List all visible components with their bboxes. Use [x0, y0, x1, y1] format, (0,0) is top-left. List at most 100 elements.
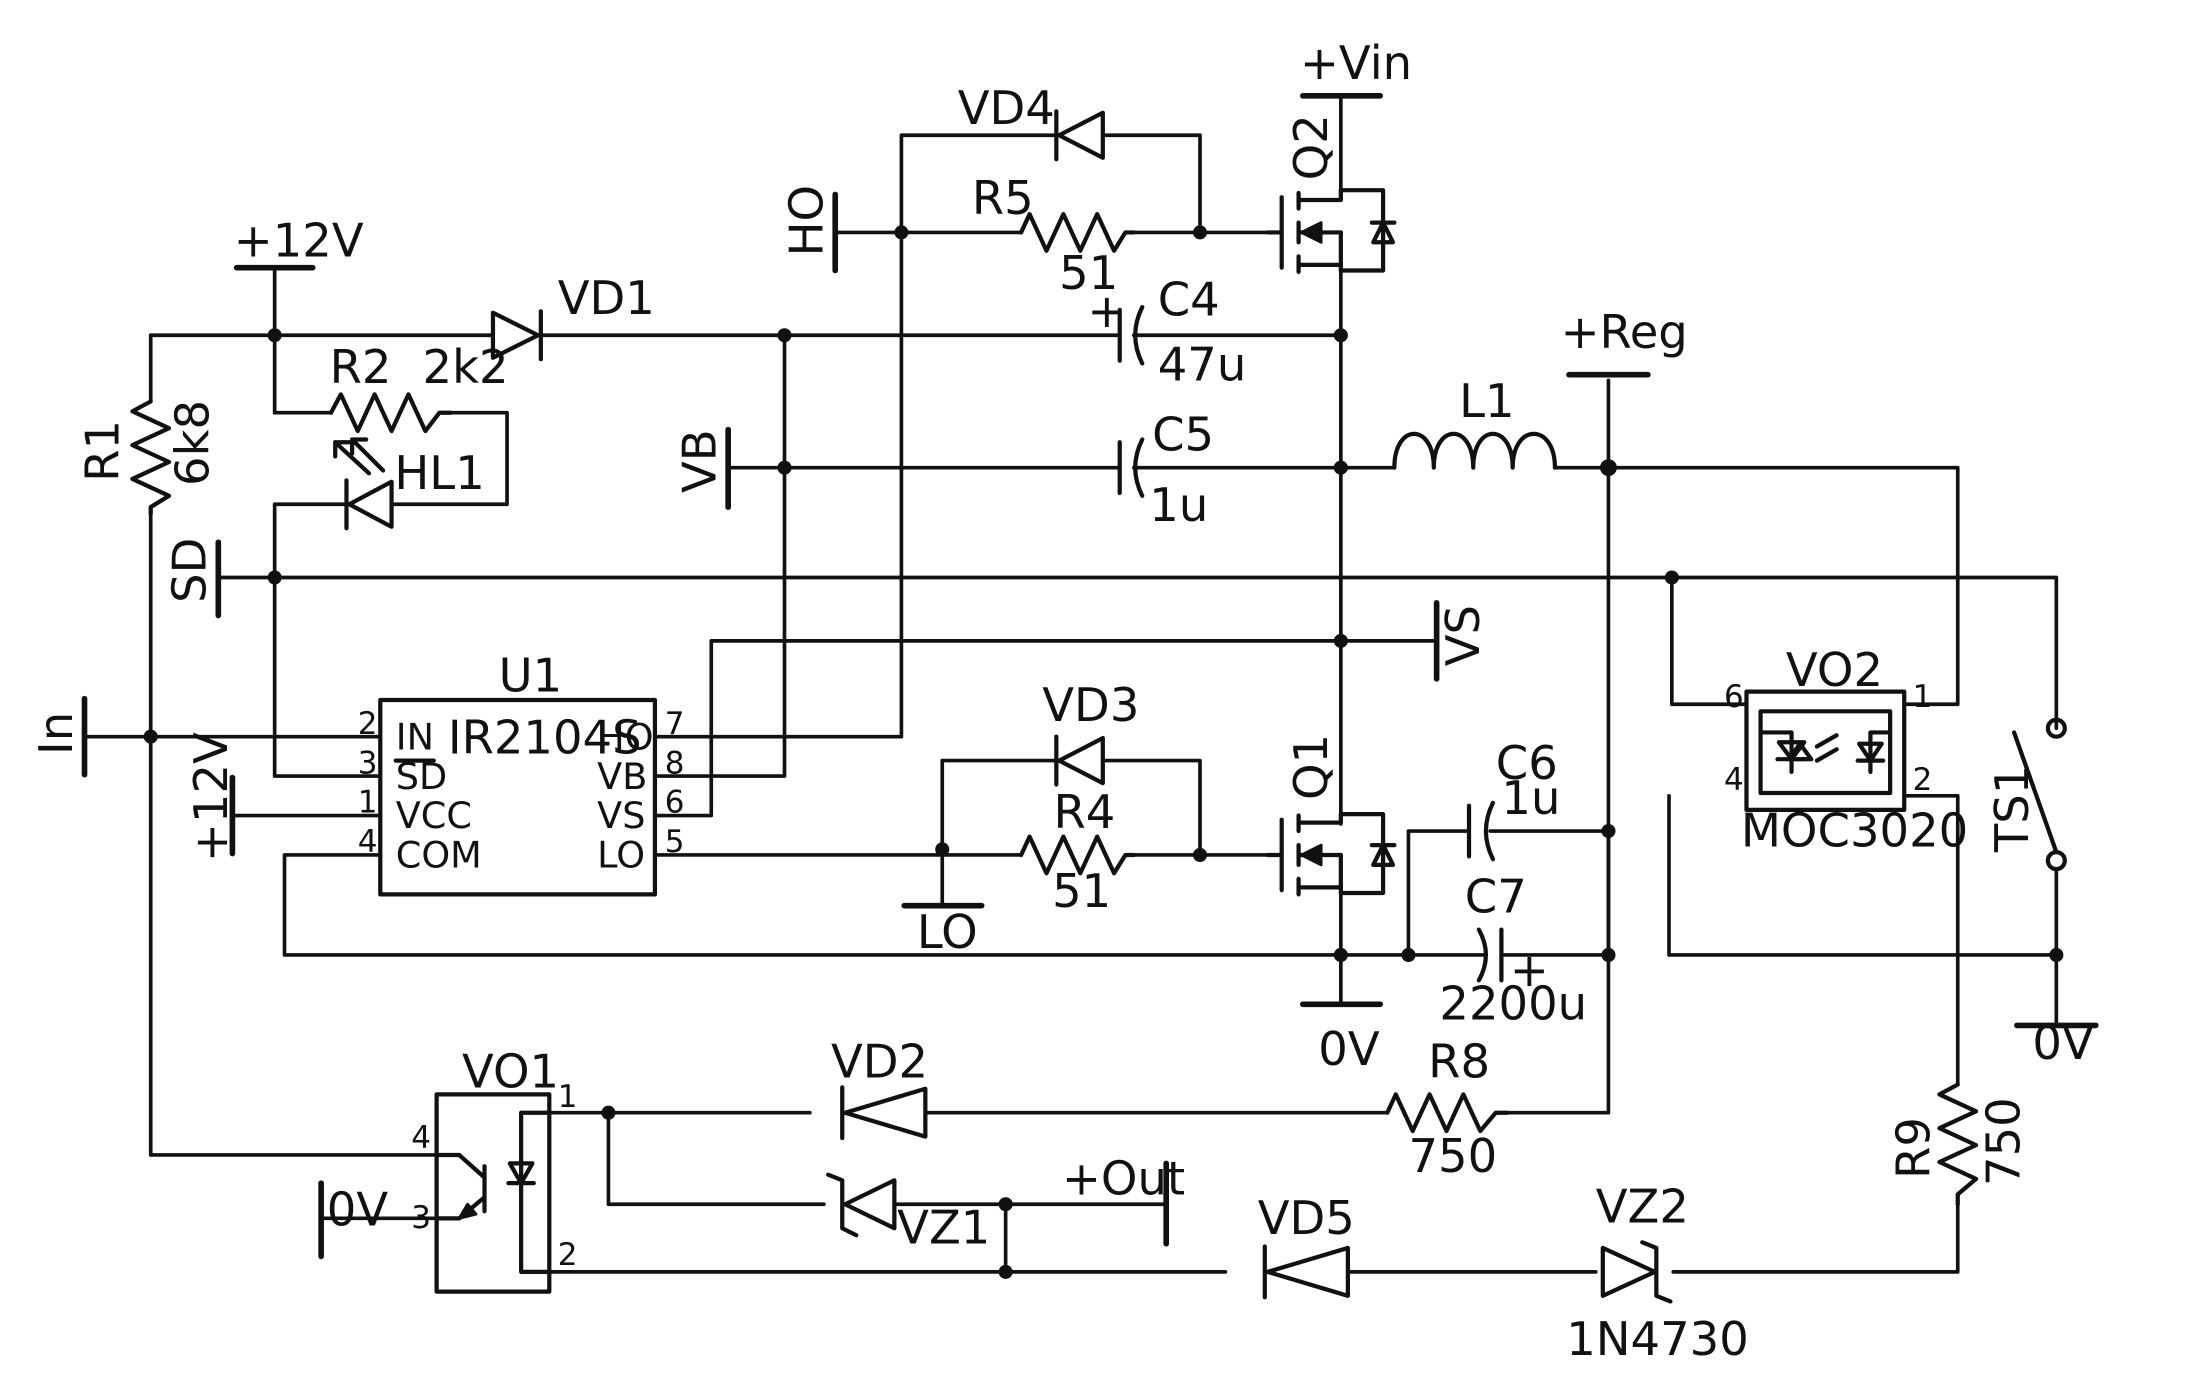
label-r5: R5: [972, 171, 1034, 225]
resistor-r8: [1385, 1092, 1510, 1134]
label-c4: C4: [1158, 273, 1220, 327]
resistor-r9: [1937, 1082, 1979, 1207]
label-r4-value: 51: [1052, 864, 1111, 918]
label-12v-left: +12V: [184, 732, 238, 862]
label-r9-value: 750: [1977, 1097, 2031, 1186]
u1-pin-name-vcc: VCC: [396, 794, 472, 837]
label-c5: C5: [1152, 408, 1214, 462]
label-c7: C7: [1465, 870, 1527, 924]
label-r1: R1: [75, 420, 129, 482]
vo1-pin-num-2: 2: [558, 1237, 578, 1273]
diode-vd2: [840, 1085, 928, 1141]
u1-pin-num-5: 5: [665, 824, 685, 860]
label-r1-value: 6k8: [165, 400, 219, 486]
u1-pin-name-com: COM: [396, 834, 482, 877]
resistor-r4: [1019, 834, 1136, 876]
label-r2: R2: [330, 340, 392, 394]
optocoupler-vo2: [1744, 689, 1907, 813]
label-r2-value: 2k2: [423, 340, 509, 394]
switch-ts1: [2011, 717, 2067, 872]
diode-vd4: [1054, 109, 1105, 162]
label-vo1: VO1: [462, 1044, 559, 1098]
label-c7-plus: +: [1510, 943, 1549, 997]
label-r8-value: 750: [1408, 1129, 1497, 1183]
vo2-pin-num-1: 1: [1913, 679, 1933, 715]
mosfet-q1: [1265, 812, 1397, 897]
label-0v-right: 0V: [2032, 1016, 2094, 1070]
u1-pin-num-2: 2: [358, 706, 378, 742]
label-sd: SD: [163, 538, 217, 603]
vo1-pin-num-1: 1: [558, 1079, 578, 1115]
label-hl1: HL1: [394, 446, 484, 500]
vo1-pin-num-4: 4: [411, 1120, 431, 1156]
label-c6: C6: [1496, 736, 1558, 790]
capacitor-c6: [1466, 800, 1496, 862]
terminal-bars: [81, 92, 2099, 1260]
u1-pin-num-4: 4: [358, 824, 378, 860]
optocoupler-vo1: [434, 1092, 552, 1294]
zener-vz1: [826, 1172, 897, 1238]
u1-pin-name-sd: SD: [396, 755, 447, 798]
zener-vz2: [1600, 1240, 1673, 1304]
label-vd5: VD5: [1258, 1191, 1355, 1245]
label-r8: R8: [1428, 1035, 1490, 1089]
resistor-r1: [130, 399, 172, 517]
label-vd1: VD1: [558, 271, 655, 325]
label-lo: LO: [917, 905, 978, 959]
diode-vd5: [1262, 1244, 1350, 1300]
label-vd4: VD4: [958, 81, 1055, 135]
ic-u1: [378, 697, 658, 897]
vo2-pin-num-2: 2: [1913, 762, 1933, 798]
label-ho: HO: [780, 185, 834, 257]
junctions: [143, 225, 2064, 1279]
label-r9: R9: [1887, 1117, 1941, 1179]
wires: [82, 93, 2059, 1274]
label-vd2: VD2: [831, 1035, 928, 1089]
u1-pin-num-7: 7: [665, 706, 685, 742]
vo2-pin-num-4: 4: [1724, 762, 1744, 798]
label-q1: Q1: [1284, 734, 1338, 800]
label-vo2: VO2: [1786, 643, 1883, 697]
mosfet-q2: [1265, 188, 1397, 274]
vo2-pin-num-6: 6: [1724, 679, 1744, 715]
u1-pin-num-8: 8: [665, 745, 685, 781]
label-c7-value: 2200u: [1439, 977, 1587, 1031]
label-c4-value: 47u: [1158, 337, 1247, 391]
led-hl1: [333, 437, 394, 531]
label-vo2-part: MOC3020: [1741, 804, 1968, 858]
label-vd3: VD3: [1042, 678, 1139, 732]
label-c4-plus: +: [1087, 284, 1126, 338]
label-12v-top: +12V: [234, 213, 364, 267]
u1-pin-num-1: 1: [358, 785, 378, 821]
u1-pin-num-6: 6: [665, 785, 685, 821]
label-r5-value: 51: [1059, 246, 1118, 300]
label-vb: VB: [672, 429, 726, 493]
u1-pin-name-vb: VB: [597, 755, 647, 798]
capacitor-c4: [1117, 304, 1145, 366]
label-q2: Q2: [1284, 114, 1338, 180]
label-reg: +Reg: [1561, 305, 1688, 359]
label-l1: L1: [1459, 374, 1514, 428]
capacitor-c5: [1117, 437, 1145, 498]
label-ts1: TS1: [1985, 765, 2039, 853]
label-u1: U1: [499, 649, 563, 703]
label-c5-value: 1u: [1149, 478, 1208, 532]
u1-pin-num-3: 3: [358, 745, 378, 781]
resistor-r5: [1019, 212, 1136, 253]
label-out: +Out: [1062, 1151, 1185, 1205]
u1-pin-name-lo: LO: [597, 834, 645, 877]
vo1-pin-num-3: 3: [411, 1200, 431, 1236]
label-c6-value: 1u: [1501, 771, 1560, 825]
label-vz2: VZ2: [1596, 1180, 1689, 1234]
u1-pin-name-ho: HO: [597, 715, 653, 758]
label-vz2-part: 1N4730: [1566, 1312, 1749, 1366]
resistor-r2: [328, 392, 453, 434]
u1-pin-name-vs: VS: [597, 794, 645, 837]
inductor-l1: [1392, 431, 1558, 470]
diode-vd1: [490, 309, 543, 362]
capacitor-c7: [1476, 927, 1504, 983]
label-vs: VS: [1436, 605, 1490, 666]
u1-pin-name-in: IN: [396, 715, 434, 758]
label-vin: +Vin: [1300, 36, 1412, 90]
